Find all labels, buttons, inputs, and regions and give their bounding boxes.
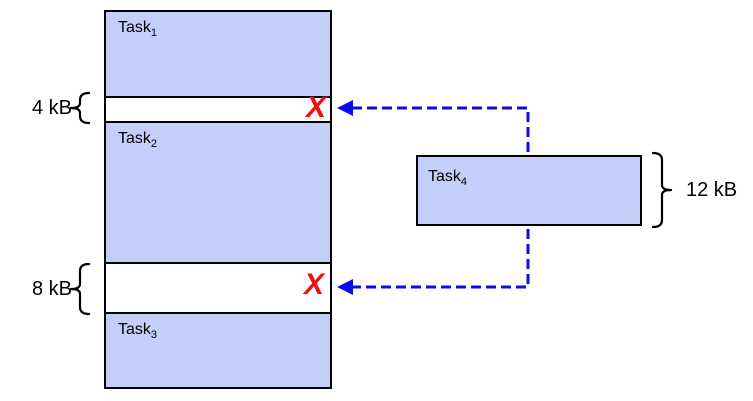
- task4-box: Task4: [416, 155, 642, 226]
- task3-subscript: 3: [150, 329, 158, 342]
- arrowhead-8kb-icon: [337, 279, 353, 295]
- dashed-arrow-to-8kb-gap: [337, 229, 530, 295]
- dashed-arrow-to-4kb-gap-line: [352, 106, 530, 152]
- gap-4kb-brace: [69, 91, 91, 125]
- task3-name: Task: [118, 321, 151, 338]
- task4-size-brace: [651, 151, 673, 229]
- task1-name: Task: [118, 19, 151, 36]
- task3-label: Task3: [106, 314, 158, 342]
- gap-8kb-size-label: 8 kB: [31, 278, 72, 300]
- task1-label: Task1: [106, 12, 158, 40]
- task2-label: Task2: [106, 123, 158, 151]
- free-gap-8kb-block: [106, 264, 330, 314]
- gap-4kb-size-label: 4 kB: [31, 97, 72, 119]
- task2-subscript: 2: [150, 138, 158, 151]
- task1-subscript: 1: [150, 27, 158, 40]
- free-gap-4kb-block: [106, 98, 330, 123]
- dashed-arrow-to-4kb-gap: [337, 100, 530, 152]
- gap-8kb-brace: [69, 262, 91, 316]
- task4-label: Task4: [418, 157, 468, 189]
- task2-block: Task2: [106, 123, 330, 264]
- memory-column: Task1 Task2 Task3: [104, 10, 332, 389]
- reject-x-4kb-icon: X: [306, 91, 327, 124]
- dashed-arrow-to-8kb-gap-line: [352, 229, 530, 289]
- task4-size-label: 12 kB: [686, 179, 738, 201]
- arrowhead-4kb-icon: [337, 100, 353, 116]
- task3-block: Task3: [106, 314, 330, 387]
- task2-name: Task: [118, 130, 151, 147]
- reject-x-8kb-icon: X: [304, 268, 325, 301]
- task4-subscript: 4: [460, 176, 468, 189]
- task1-block: Task1: [106, 12, 330, 98]
- task4-name: Task: [428, 168, 461, 185]
